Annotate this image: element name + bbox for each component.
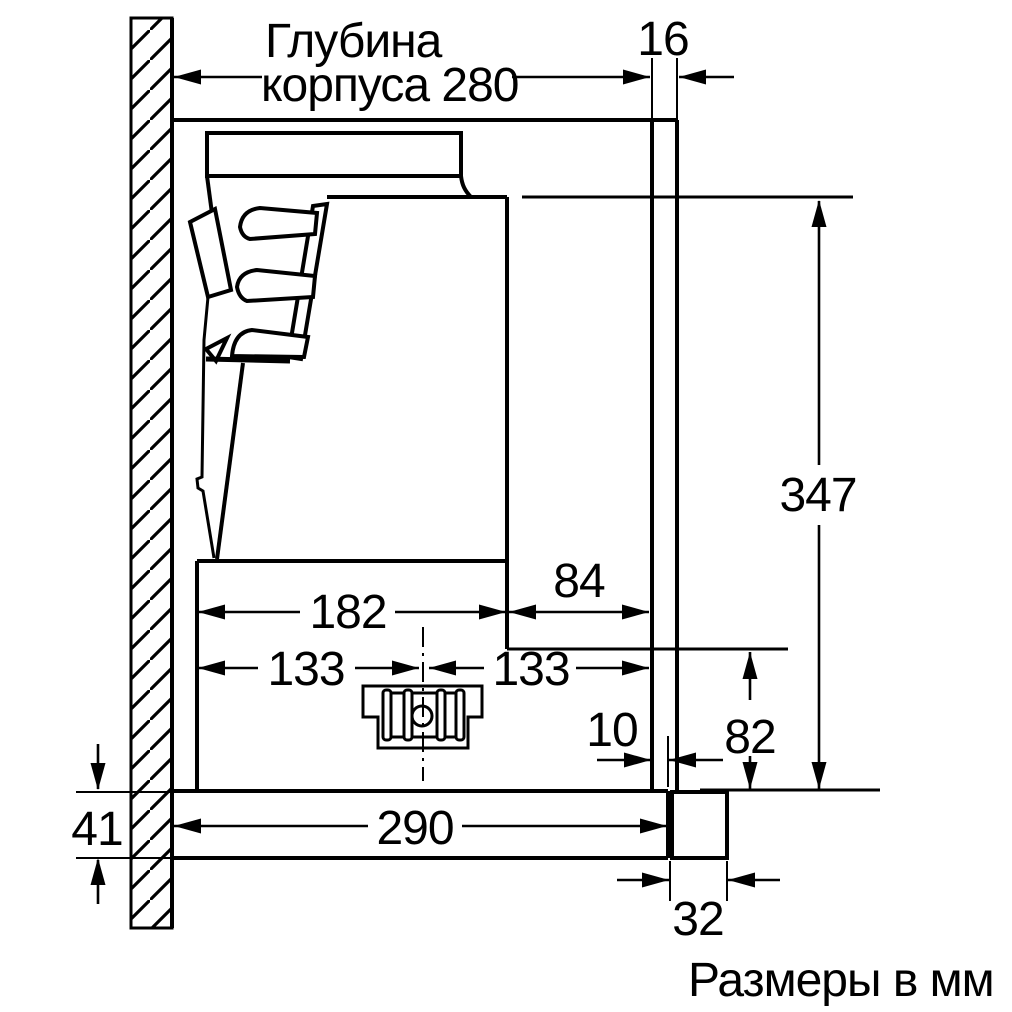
louver-band-3 [229,327,311,360]
dim-label-84: 84 [553,555,605,608]
dim-41: 41 [71,744,172,904]
dim-label-290: 290 [376,802,453,855]
front-strip-section [670,790,729,860]
dim-84: 84 [509,555,649,620]
louver-band-2 [234,267,318,304]
dim-label-depth-line2: корпуса 280 [261,59,519,112]
wall-hatched-band [129,16,174,930]
dim-label-347: 347 [779,469,856,522]
mounting-board [172,788,880,860]
dim-label-182: 182 [309,586,386,639]
body-front-slant [215,362,245,560]
duct-rib-3 [435,688,447,742]
hood-body [195,131,788,791]
dim-10: 10 [586,704,723,787]
duct-rib-1 [381,688,393,742]
dim-label-133-left: 133 [267,643,344,696]
blower-outlet-unit [361,627,484,781]
dim-290: 290 [174,802,667,855]
dim-16: 16 [637,13,734,85]
dim-label-depth-line1: Глубина [265,15,443,68]
dim-label-32: 32 [672,893,723,946]
dim-depth-280: Глубина корпуса 280 [174,15,650,112]
dim-label-82: 82 [724,711,775,764]
body-left-profile [195,296,216,559]
dim-182: 182 [198,586,506,639]
left-flap-strip [187,205,234,300]
dim-label-16: 16 [637,13,688,66]
dim-label-41: 41 [71,803,122,856]
dim-347: 347 [522,195,858,789]
wall-section [129,16,174,930]
dim-133-left: 133 [198,643,419,696]
hood-top-rail [205,131,463,178]
dim-label-133-right: 133 [492,643,569,696]
flap-stack-bottom-edge [205,356,291,364]
dim-133-right: 133 [429,643,649,696]
dim-label-10: 10 [586,704,637,757]
cabinet [172,58,679,790]
units-note: Размеры в мм [688,954,994,1007]
damper-flap-assembly [187,201,330,365]
duct-rib-4 [454,688,466,742]
top-rail-notch [459,175,473,199]
dim-82: 82 [724,652,777,789]
dim-32: 32 [617,861,780,946]
flap-bottom-wedge [202,333,232,365]
louver-band-1 [237,205,320,242]
